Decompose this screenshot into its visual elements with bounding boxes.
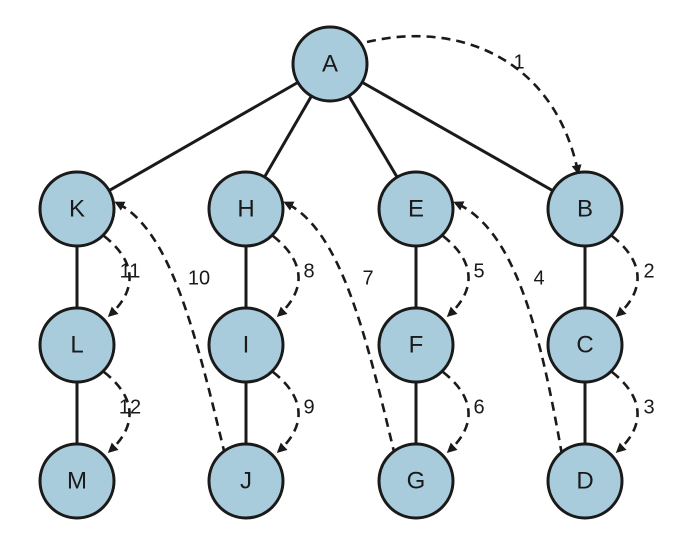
- traversal-arrow-1: [366, 34, 582, 175]
- tree-node-k: K: [38, 170, 116, 248]
- traversal-arrow-7: [283, 201, 397, 457]
- node-label: F: [409, 331, 424, 358]
- traversal-step-label: 12: [119, 396, 141, 418]
- node-label: J: [240, 467, 252, 494]
- node-circle: [207, 170, 285, 248]
- traversal-step-label: 7: [362, 267, 373, 289]
- node-circle: [546, 306, 624, 384]
- node-circle: [38, 306, 116, 384]
- node-circle: [377, 306, 455, 384]
- node-label: K: [69, 195, 85, 222]
- node-label: B: [577, 195, 593, 222]
- node-label: I: [243, 331, 250, 358]
- tree-node-f: F: [377, 306, 455, 384]
- tree-node-c: C: [546, 306, 624, 384]
- traversal-arrow-9: [272, 370, 300, 454]
- node-circle: [291, 25, 369, 103]
- node-circle: [38, 170, 116, 248]
- node-circle: [546, 442, 624, 520]
- node-label: H: [237, 195, 254, 222]
- traversal-step-label: 3: [643, 396, 654, 418]
- node-circle: [377, 442, 455, 520]
- traversal-step-label: 6: [473, 396, 484, 418]
- node-circle: [377, 170, 455, 248]
- tree-node-a: A: [291, 25, 369, 103]
- traversal-arrow-5: [442, 234, 470, 318]
- node-circle: [546, 170, 624, 248]
- traversal-step-label: 8: [303, 260, 314, 282]
- tree-nodes: A K H E B L I F C M J G D: [38, 25, 624, 520]
- node-label: E: [408, 195, 424, 222]
- traversal-arrow-2: [611, 234, 639, 318]
- tree-node-g: G: [377, 442, 455, 520]
- traversal-arrow-6: [442, 370, 470, 454]
- tree-node-l: L: [38, 306, 116, 384]
- traversal-step-label: 1: [513, 51, 524, 73]
- node-circle: [207, 306, 285, 384]
- tree-edges: [75, 62, 587, 481]
- traversal-step-label: 5: [473, 260, 484, 282]
- tree-node-j: J: [207, 442, 285, 520]
- node-circle: [38, 442, 116, 520]
- edge-a-k: [76, 62, 331, 211]
- tree-node-h: H: [207, 170, 285, 248]
- traversal-arrow-3: [611, 370, 639, 454]
- node-label: M: [67, 467, 87, 494]
- traversal-step-label: 9: [303, 396, 314, 418]
- traversal-arrow-10: [114, 201, 227, 456]
- traversal-arrow-8: [272, 234, 300, 318]
- node-label: G: [407, 467, 426, 494]
- traversal-arrow-12: [103, 370, 131, 454]
- traversal-step-label: 11: [120, 260, 141, 282]
- traversal-arrow-4: [453, 201, 564, 456]
- tree-node-e: E: [377, 170, 455, 248]
- node-label: L: [70, 331, 83, 358]
- traversal-step-label: 10: [188, 267, 210, 289]
- traversal-step-label: 4: [533, 267, 544, 289]
- tree-node-m: M: [38, 442, 116, 520]
- node-label: C: [576, 331, 593, 358]
- tree-node-d: D: [546, 442, 624, 520]
- node-label: D: [576, 467, 593, 494]
- node-circle: [207, 442, 285, 520]
- traversal-arrow-11: [103, 234, 131, 318]
- traversal-step-label: 2: [643, 260, 654, 282]
- node-label: A: [322, 50, 338, 77]
- edge-a-b: [329, 62, 586, 211]
- tree-node-i: I: [207, 306, 285, 384]
- tree-node-b: B: [546, 170, 624, 248]
